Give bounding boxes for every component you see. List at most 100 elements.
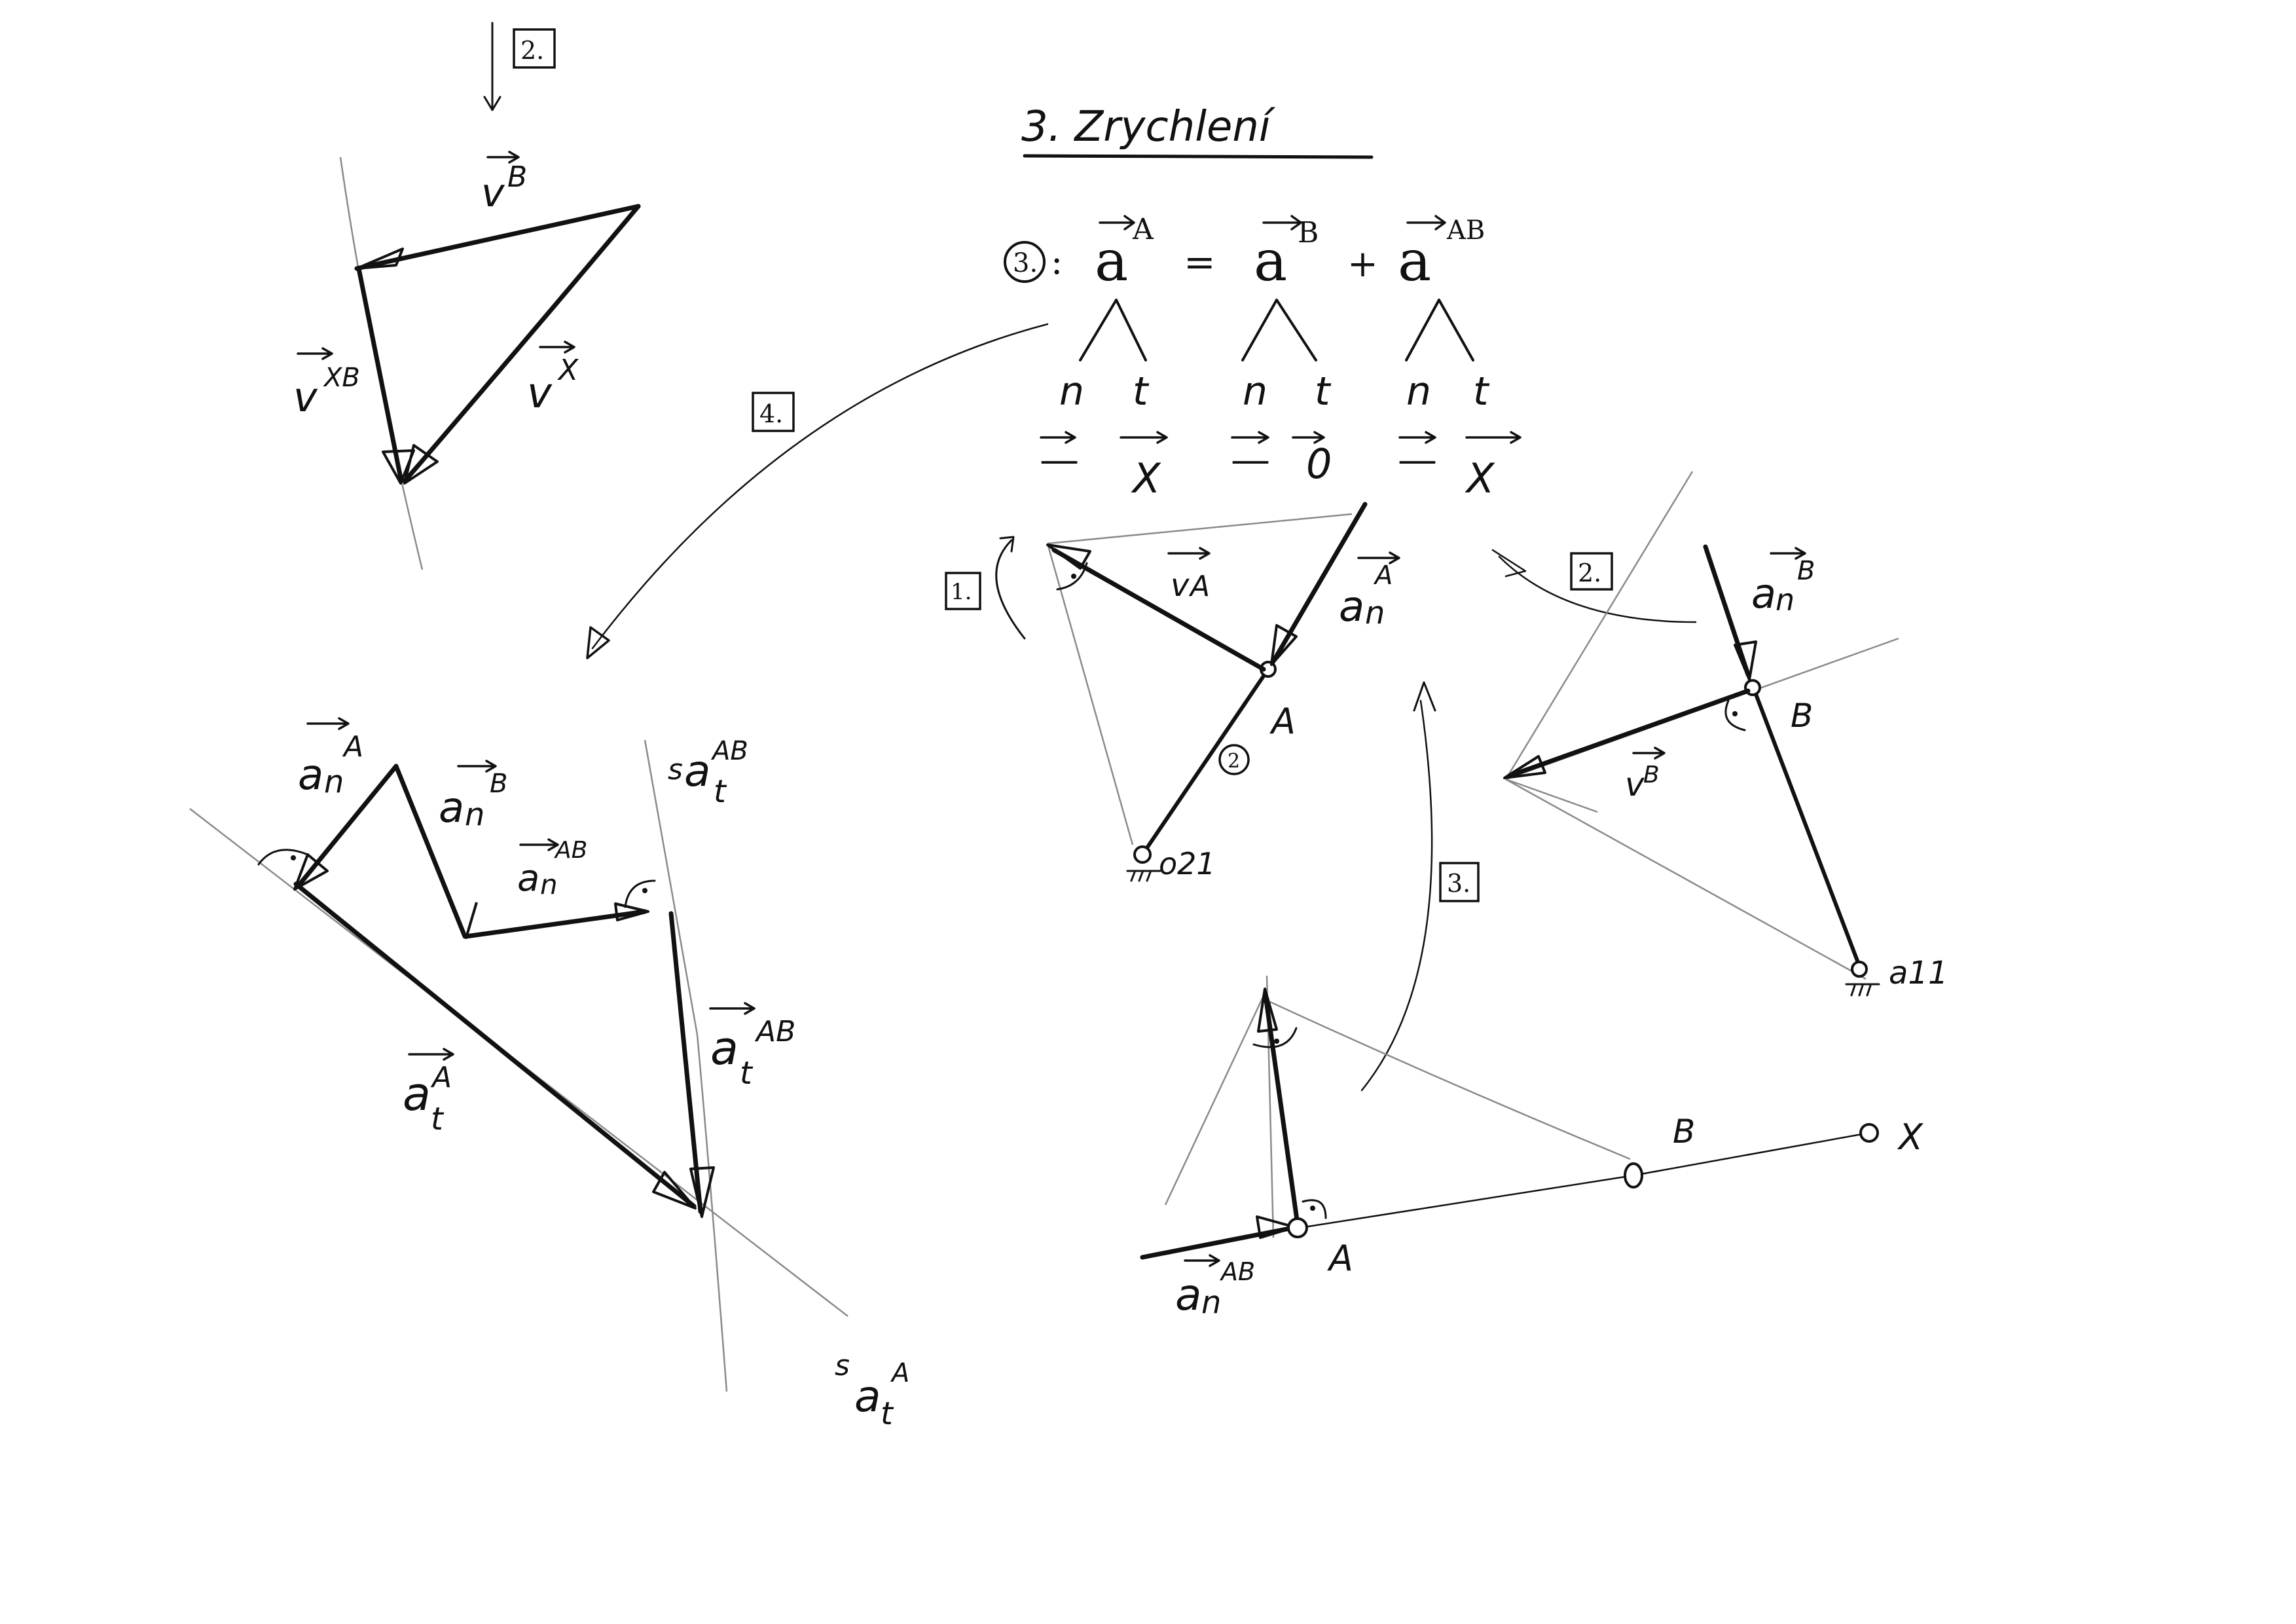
- vector-vB-right: [1506, 688, 1751, 779]
- branch-wedge-lhs: [1079, 299, 1147, 361]
- comp-rhs1-n: n: [1243, 369, 1267, 415]
- arc-head: [586, 626, 610, 659]
- joint-A-bottom: [1287, 1217, 1308, 1238]
- arc-to-acceleration-polygon: 4.: [586, 323, 1049, 659]
- guide-line-rotated-3: [1504, 471, 1694, 780]
- atAB-label-sub: t: [740, 1055, 754, 1092]
- right-angle-vA: [1056, 562, 1088, 591]
- vector-vB: [354, 204, 641, 271]
- arc-line: [591, 323, 1049, 650]
- vX-label-sup: X: [557, 354, 579, 387]
- anAB-label-arrow: [519, 838, 559, 851]
- link-number: 2: [1228, 750, 1240, 773]
- title-block: 3. Zrychlení: [1021, 103, 1374, 159]
- anA-mid-label: a: [1339, 583, 1364, 631]
- point-A-bottom-label: A: [1327, 1238, 1353, 1279]
- anB-right-label-sub: n: [1776, 582, 1795, 618]
- equation-rhs2-sup: AB: [1446, 215, 1485, 246]
- rhs1-vector-arrow: [1262, 215, 1302, 231]
- joint-B-bottom: [1624, 1162, 1643, 1189]
- vector-anA: [1271, 502, 1368, 664]
- branch-wedge-rhs2: [1405, 299, 1474, 361]
- step-box-mid-right-label: 2.: [1578, 559, 1601, 587]
- acceleration-polygon: a n A a n B a n AB a t AB a t A s a t AB…: [189, 717, 909, 1432]
- comp-rhs2-n: n: [1406, 369, 1431, 415]
- step-box-bottom: [1439, 862, 1480, 902]
- atAB-label-arrow: [709, 1002, 756, 1015]
- vector-atAB-head: [689, 1166, 715, 1218]
- page-title: 3. Zrychlení: [1021, 103, 1276, 151]
- comp-lhs-n: n: [1059, 369, 1084, 415]
- atA-label-sup: A: [430, 1061, 452, 1094]
- anB-label-sub: n: [465, 796, 484, 833]
- anA-label-arrow: [306, 717, 350, 730]
- val-arrows: [1040, 431, 1522, 444]
- right-angle-A: [257, 849, 309, 866]
- vector-vXB: [356, 266, 403, 481]
- ground-hatch-B: [1845, 983, 1880, 997]
- guide-line-left: [1046, 543, 1134, 845]
- anAB-label: a: [517, 857, 539, 900]
- vB-label: v: [481, 170, 505, 216]
- equation-block: 3. : a A = a B + a AB n t n t n t — X — …: [1004, 213, 1522, 502]
- anB-label-sup: B: [490, 769, 507, 799]
- guide-line-top: [1047, 513, 1353, 545]
- vector-up: [1263, 993, 1300, 1227]
- incoming-arrow: [483, 22, 501, 111]
- vA-label: v: [1171, 567, 1190, 604]
- link-2-bar: [1140, 669, 1269, 857]
- ground-o21: [1133, 845, 1152, 864]
- step-circle: [1004, 241, 1046, 283]
- equation-rhs1-sup: B: [1298, 216, 1319, 249]
- vector-vB-head: [355, 248, 404, 270]
- s-atA-pre: s: [835, 1349, 850, 1382]
- step-box-bottom-label: 3.: [1447, 869, 1470, 898]
- step-box-arc: [752, 392, 795, 432]
- arc-step-3-head: [1413, 681, 1436, 712]
- atA-label: a: [403, 1067, 431, 1121]
- comp-rhs1-n-val: —: [1231, 437, 1270, 483]
- anA-mid-label-sub: n: [1365, 595, 1385, 631]
- anB-right-label: a: [1751, 570, 1776, 618]
- ground-a11: [1851, 961, 1868, 978]
- s-atAB-label-sub: t: [714, 773, 727, 810]
- anAB-bottom-label-arrow: [1184, 1254, 1220, 1267]
- vB-label-sup: B: [507, 160, 527, 194]
- s-atAB-pre: s: [668, 753, 683, 786]
- vector-vX-head: [403, 444, 439, 485]
- vector-anAB-bottom: [1140, 1225, 1296, 1260]
- comp-lhs-n-val: —: [1040, 437, 1079, 483]
- point-B-bottom-label: B: [1673, 1113, 1695, 1151]
- equation-rhs2: a: [1398, 229, 1431, 294]
- right-angle-top: [1252, 1027, 1298, 1048]
- anB-label-arrow: [457, 760, 497, 773]
- step-box-mid-left: [945, 572, 981, 610]
- vX-label: v: [527, 369, 553, 418]
- atA-label-sub: t: [431, 1101, 445, 1137]
- title-underline: [1023, 154, 1374, 159]
- vA-label-sup: A: [1188, 570, 1210, 603]
- vXB-label-arrow: [297, 347, 333, 360]
- ground-o21-label: o21: [1159, 846, 1216, 881]
- anA-mid-label-sup: A: [1373, 561, 1393, 591]
- right-angle-A-dot: [291, 855, 296, 860]
- step-box-top-left-label: 2.: [520, 36, 544, 65]
- vector-vX: [402, 204, 641, 484]
- link-bar-AB: [1298, 1132, 1870, 1229]
- s-atA-label: a: [854, 1371, 881, 1422]
- vB-right-label: v: [1625, 766, 1645, 803]
- vector-atAB: [668, 911, 703, 1214]
- right-angle-B: [1724, 699, 1746, 731]
- atAB-label-sup: AB: [754, 1015, 795, 1048]
- vector-anA: [297, 764, 399, 887]
- comp-rhs2-t: t: [1473, 369, 1490, 415]
- rotation-arc: [995, 536, 1026, 640]
- vector-atA-head: [652, 1171, 697, 1209]
- s-atA-label-sub: t: [881, 1395, 894, 1432]
- anA-label-sub: n: [324, 764, 344, 800]
- vector-atA: [293, 881, 697, 1209]
- right-angle-AB: [624, 879, 656, 908]
- link-number-circle: [1218, 744, 1250, 775]
- comp-lhs-t-val: X: [1131, 454, 1161, 502]
